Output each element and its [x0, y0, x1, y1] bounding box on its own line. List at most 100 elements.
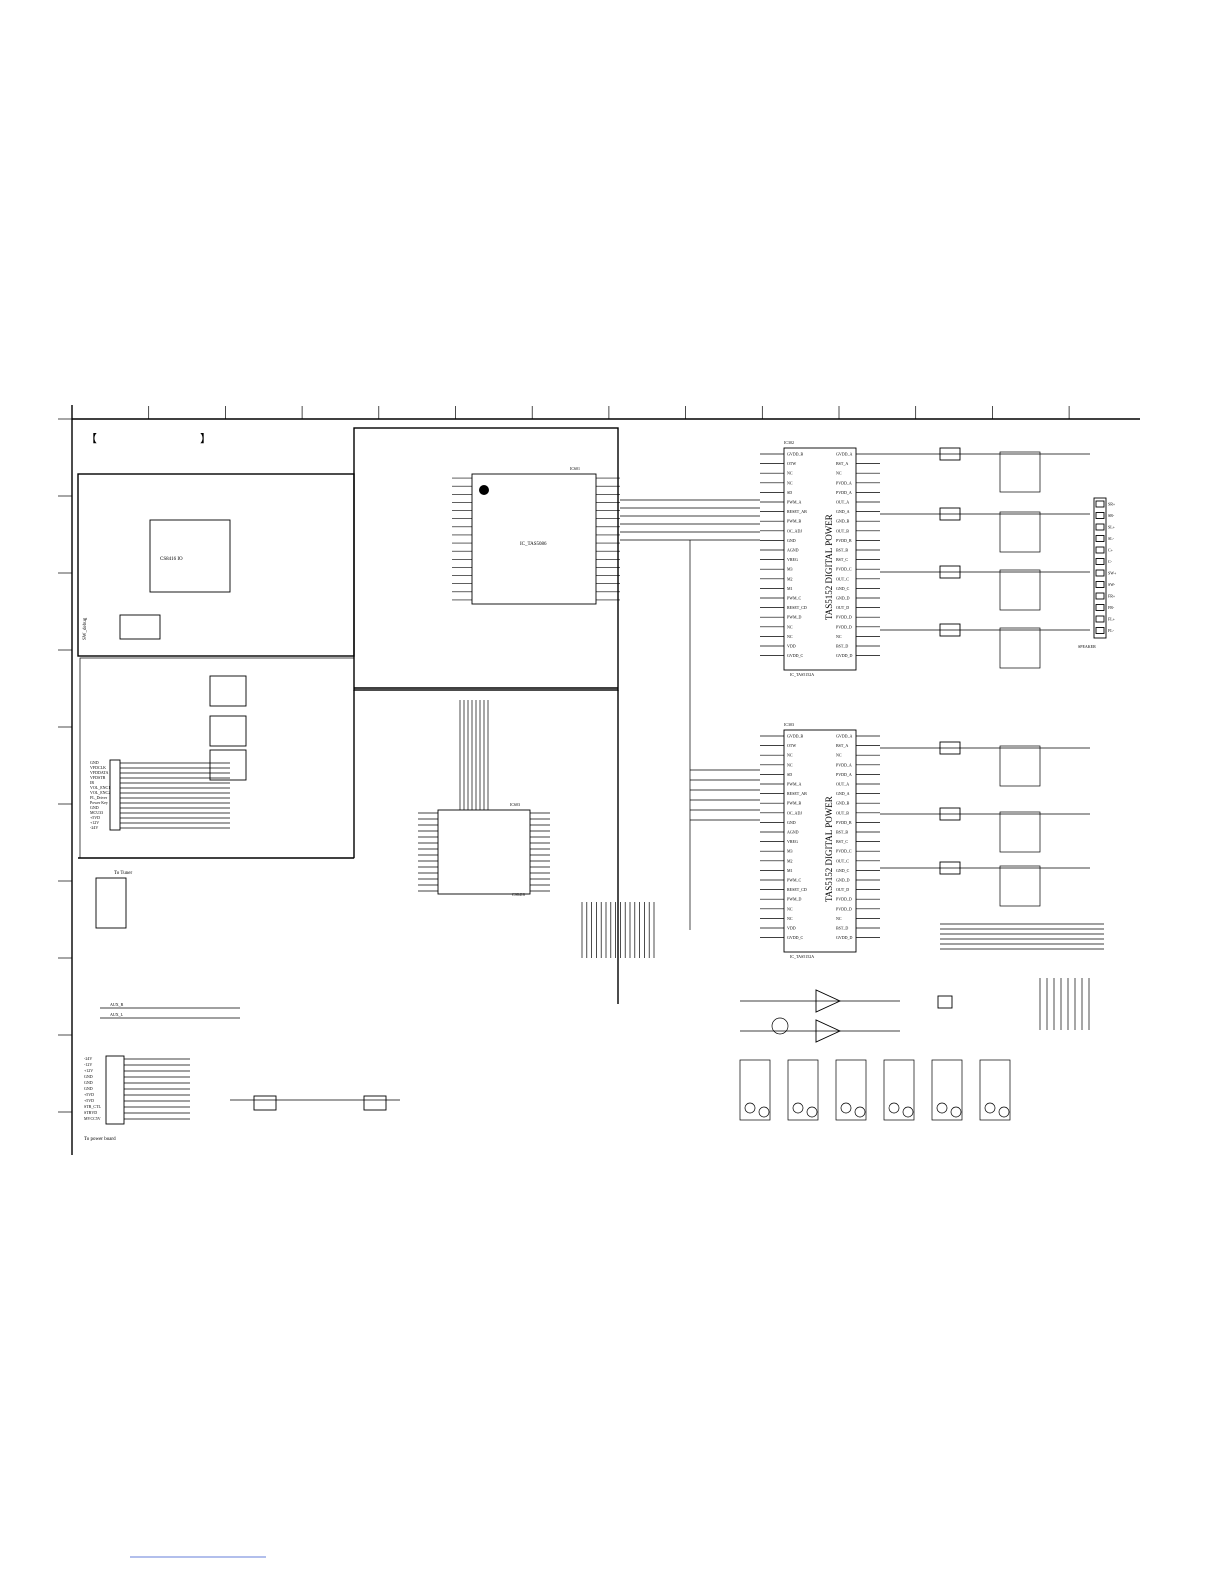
tas-pin-right-label: PVDD_B	[836, 820, 852, 825]
tuner-connector	[95, 877, 127, 929]
debug-connector-label: SW_debug	[83, 617, 88, 640]
speaker-connector	[1093, 497, 1107, 639]
front-panel-pin-label: VFDSTB	[90, 775, 106, 780]
tas-pin-left-label: SD	[787, 490, 792, 495]
front-panel-pin-label: VOL_ENC1	[90, 785, 110, 790]
front-panel-pin-label: -24V	[90, 825, 98, 830]
tas-pin-right-label: PVDD_A	[836, 762, 852, 767]
tas-pin-left-label: PWM_C	[787, 878, 802, 883]
filter-cap-block	[999, 627, 1041, 669]
mosfet-q1	[209, 675, 247, 707]
power-stage-1-ref: IC302	[784, 440, 794, 445]
mute-transistor-array	[739, 1059, 1011, 1121]
front-panel-pin-label: VFDCLK	[90, 765, 106, 770]
tas-pin-left-label: RESET_AB	[787, 791, 807, 796]
tas-pin-left-label: OTW	[787, 461, 796, 466]
tas-pin-right-label: OUT_C	[836, 858, 849, 863]
tas-pin-right-label: GND_D	[836, 596, 850, 601]
mute-transistor	[984, 1102, 996, 1114]
front-panel-pin-label: FL_Driver	[90, 795, 108, 800]
mosfet-q3	[209, 749, 247, 781]
power-pin-label: +12V	[84, 1068, 93, 1073]
tas-pin-right-label: PVDD_C	[836, 849, 852, 854]
speaker-pin	[1095, 604, 1105, 611]
power-pin-label: STBVD	[84, 1110, 97, 1115]
tas-pin-right-label: BST_B	[836, 830, 848, 835]
tas-pin-right-label: BST_A	[836, 743, 848, 748]
tas-pin-right-label: GND_B	[836, 519, 850, 524]
mosfet-q2	[209, 715, 247, 747]
tas-pin-right-label: GND_A	[836, 791, 850, 796]
tas-pin-left-label: OC_ADJ	[787, 810, 802, 815]
tas-pin-right-label: PVDD_A	[836, 480, 852, 485]
tas-pin-right-label: BST_C	[836, 839, 848, 844]
tas-pin-right-label: BST_C	[836, 557, 848, 562]
mute-transistor	[840, 1102, 852, 1114]
tas-pin-left-label: M1	[787, 586, 793, 591]
tas-pin-left-label: VREG	[787, 839, 798, 844]
mute-transistor	[854, 1106, 866, 1118]
mute-transistor	[902, 1106, 914, 1118]
tas-pin-left-label: GND	[787, 538, 796, 543]
speaker-pin-label: SL+	[1108, 525, 1116, 530]
tas-pin-left-label: VREG	[787, 557, 798, 562]
power-connector	[105, 1055, 125, 1125]
frame-top-ticks	[71, 406, 1070, 419]
pwm-processor-ref: IC601	[570, 466, 580, 471]
power-pin-label: GND	[84, 1080, 93, 1085]
mute-transistor	[998, 1106, 1010, 1118]
mute-cell	[835, 1059, 867, 1121]
tas-pin-right-label: OUT_B	[836, 810, 849, 815]
signal-bus	[78, 499, 760, 930]
filter-cap-block	[999, 511, 1041, 553]
tas-pin-left-label: OTW	[787, 743, 796, 748]
front-panel-pin-label: GND	[90, 805, 99, 810]
tas-pin-left-label: RESET_AB	[787, 509, 807, 514]
tas-pin-right-label: OUT_D	[836, 605, 849, 610]
tas-pin-left-label: GVDD_C	[787, 653, 804, 658]
speaker-pin-label: FR+	[1108, 594, 1116, 599]
tuner-label: To Tuner	[114, 871, 132, 876]
tas-pin-left-label: PWM_D	[787, 897, 802, 902]
tas-pin-right-label: PVDD_A	[836, 490, 852, 495]
pwm-processor-label: IC_TAS5086	[520, 542, 547, 547]
tas-pin-left-label: NC	[787, 471, 793, 476]
tas-pin-right-label: GVDD_D	[836, 935, 853, 940]
sheet-title-close: 】	[200, 432, 211, 445]
tas-pin-left-label: NC	[787, 753, 793, 758]
filter-cap-block	[999, 865, 1041, 907]
tas-pin-left-label: GVDD_B	[787, 734, 804, 739]
filter-cap-block	[999, 811, 1041, 853]
tas-pin-right-label: PVDD_D	[836, 906, 852, 911]
front-panel-pin-label: GND	[90, 760, 99, 765]
tas-pin-left-label: OC_ADJ	[787, 528, 802, 533]
filter-cap-block	[999, 451, 1041, 493]
tas-pin-left-label: AGND	[787, 830, 799, 835]
tas-pin-left-label: PWM_D	[787, 615, 802, 620]
tas-pin-right-label: NC	[836, 916, 842, 921]
tas-pin-left-label: SD	[787, 772, 792, 777]
filter-cap-block	[999, 569, 1041, 611]
tas-pin-left-label: AGND	[787, 548, 799, 553]
tas-pin-right-label: NC	[836, 634, 842, 639]
speaker-pin-label: C-	[1108, 559, 1113, 564]
tas-pin-right-label: PVDD_D	[836, 615, 852, 620]
tas-pin-left-label: M3	[787, 849, 793, 854]
tas-pin-left-label: PWM_B	[787, 801, 802, 806]
spdif-receiver-pins	[418, 812, 550, 892]
tas-pin-left-label: VDD	[787, 644, 796, 649]
sheet-title-open: 【	[86, 432, 97, 445]
power-pin-label: +5VD	[84, 1098, 94, 1103]
tas-pin-left-label: RESET_CD	[787, 605, 807, 610]
speaker-pin-label: SW+	[1108, 571, 1117, 576]
tas-pin-right-label: PVDD_B	[836, 538, 852, 543]
tas-pin-right-label: OUT_C	[836, 576, 849, 581]
tas-pin-right-label: GND_A	[836, 509, 850, 514]
tas-pin-right-label: BST_B	[836, 548, 848, 553]
tas-pin-right-label: GVDD_D	[836, 653, 853, 658]
tas-pin-left-label: NC	[787, 480, 793, 485]
front-panel-pin-label: +12V	[90, 820, 99, 825]
speaker-label: SPEAKER	[1078, 644, 1096, 649]
power-stage-2-ref: IC303	[784, 722, 794, 727]
